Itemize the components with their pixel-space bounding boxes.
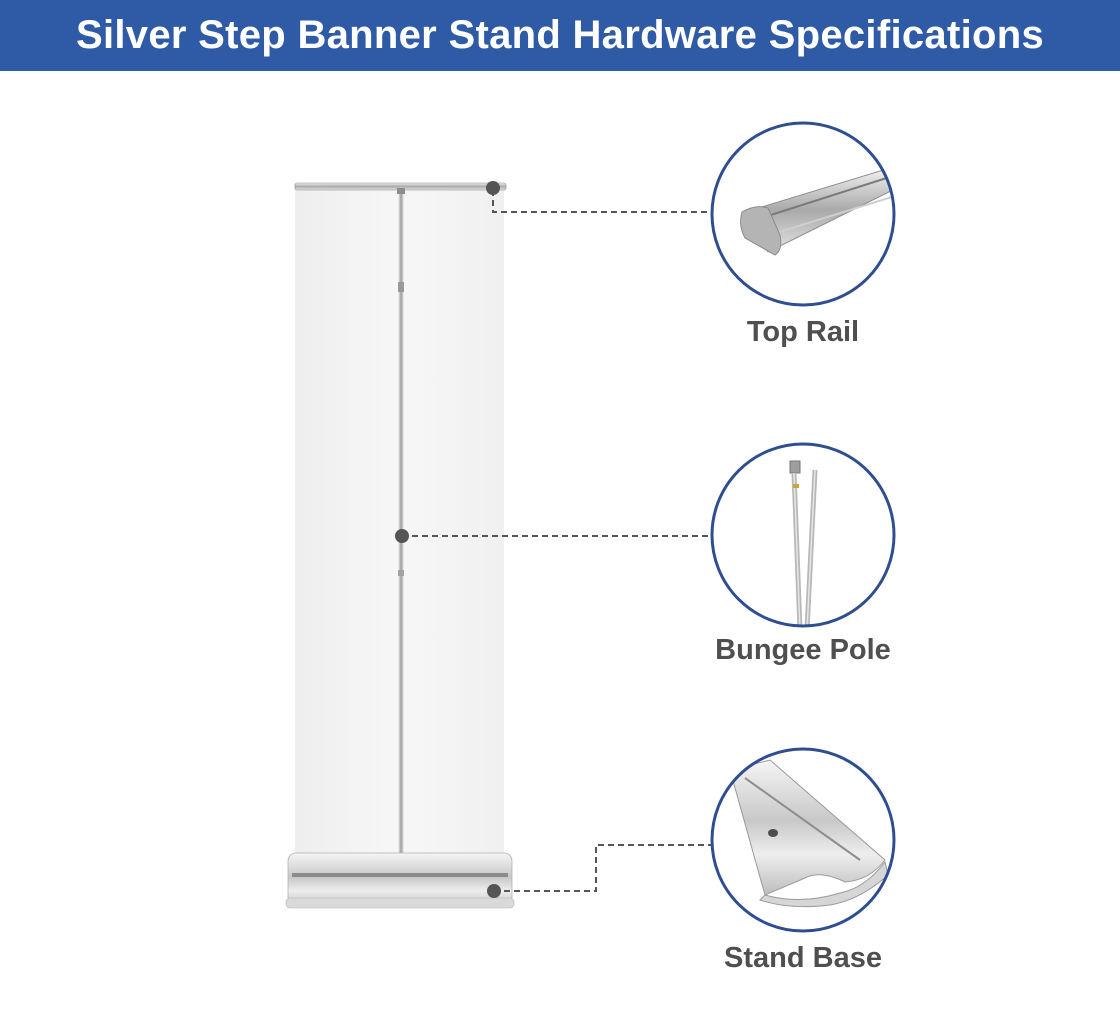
- pole-joint-lower: [398, 570, 404, 576]
- bungee-pole-closeup-icon: [710, 442, 896, 628]
- stand-base-closeup-icon: [710, 747, 896, 933]
- base-groove: [292, 873, 508, 877]
- callout-leaders: [402, 190, 712, 892]
- marker-dot-top-rail: [486, 181, 500, 195]
- base-foot: [285, 897, 515, 909]
- marker-dot-stand-base: [487, 884, 501, 898]
- banner-stand: [285, 182, 515, 909]
- header-bar: Silver Step Banner Stand Hardware Specif…: [0, 0, 1120, 71]
- rail-clip: [397, 188, 405, 194]
- part-label-top-rail: Top Rail: [746, 316, 860, 348]
- page-title: Silver Step Banner Stand Hardware Specif…: [75, 13, 1045, 57]
- part-label-bungee-pole: Bungee Pole: [715, 634, 891, 666]
- part-label-stand-base: Stand Base: [724, 942, 882, 974]
- pole-joint: [398, 282, 404, 292]
- leader-line-top-rail: [492, 190, 712, 213]
- marker-dot-bungee-pole: [395, 529, 409, 543]
- bungee-pole: [398, 194, 404, 856]
- top-rail-closeup-icon: [710, 121, 896, 307]
- leader-line-stand-base: [494, 844, 712, 892]
